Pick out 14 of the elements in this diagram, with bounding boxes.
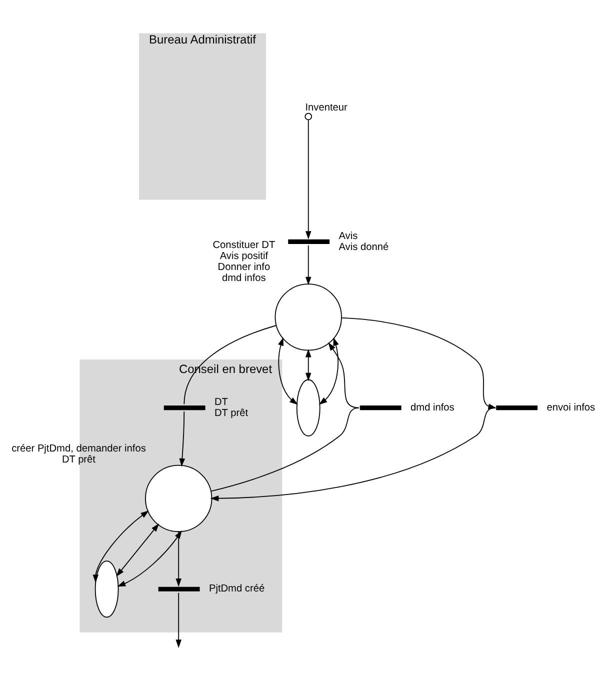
node-label: Avis positif: [220, 250, 268, 262]
node-label: dmd infos: [222, 272, 266, 284]
node-label: Avis: [338, 230, 358, 242]
node-label: Constituer DT: [212, 239, 276, 250]
node-label: DT prêt: [62, 454, 96, 465]
node-label: dmd infos: [410, 402, 454, 413]
node-label: PjtDmd créé: [208, 583, 265, 594]
node-label: DT prêt: [214, 407, 248, 418]
node-label: Avis donné: [338, 241, 389, 252]
node-label: créer PjtDmd, demander infos: [12, 442, 146, 454]
node-label: envoi infos: [546, 402, 596, 413]
node-label: Donner info: [218, 262, 270, 273]
node-label: DT: [214, 396, 228, 408]
node-label: Inventeur: [305, 102, 348, 113]
